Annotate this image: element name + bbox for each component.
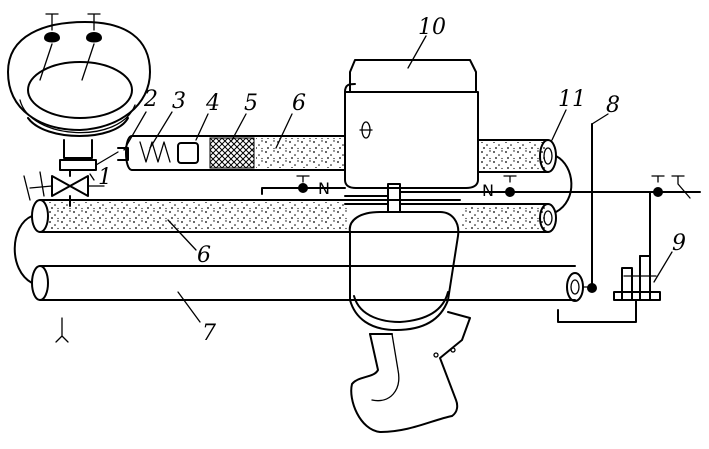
- label-4: 4: [205, 91, 220, 116]
- leader-lines: [89, 35, 673, 323]
- right-upper-cartridge: [477, 139, 573, 213]
- long-filter-6: [31, 199, 557, 233]
- faucet-pair: [39, 13, 102, 81]
- tank-7: [13, 215, 584, 343]
- label-11: 11: [558, 87, 586, 112]
- label-10: 10: [418, 15, 446, 40]
- tank-10: [344, 59, 479, 189]
- label-1: 1: [98, 165, 112, 190]
- label-6-upper: 6: [292, 91, 306, 116]
- wash-basin: [7, 21, 151, 159]
- label-9: 9: [672, 231, 686, 256]
- valve-mark-n-left: N: [318, 179, 330, 198]
- toilet-bowl: [348, 211, 471, 433]
- label-5: 5: [244, 91, 258, 116]
- upper-filter-cartridge: [117, 135, 346, 171]
- label-3: 3: [172, 89, 186, 114]
- label-7: 7: [202, 321, 216, 346]
- valve-9: [613, 191, 661, 301]
- label-2: 2: [143, 87, 158, 112]
- valve-mark-n-right: N: [482, 181, 494, 200]
- label-6-lower: 6: [197, 243, 211, 268]
- label-8: 8: [606, 93, 620, 118]
- rod-8: [557, 123, 637, 323]
